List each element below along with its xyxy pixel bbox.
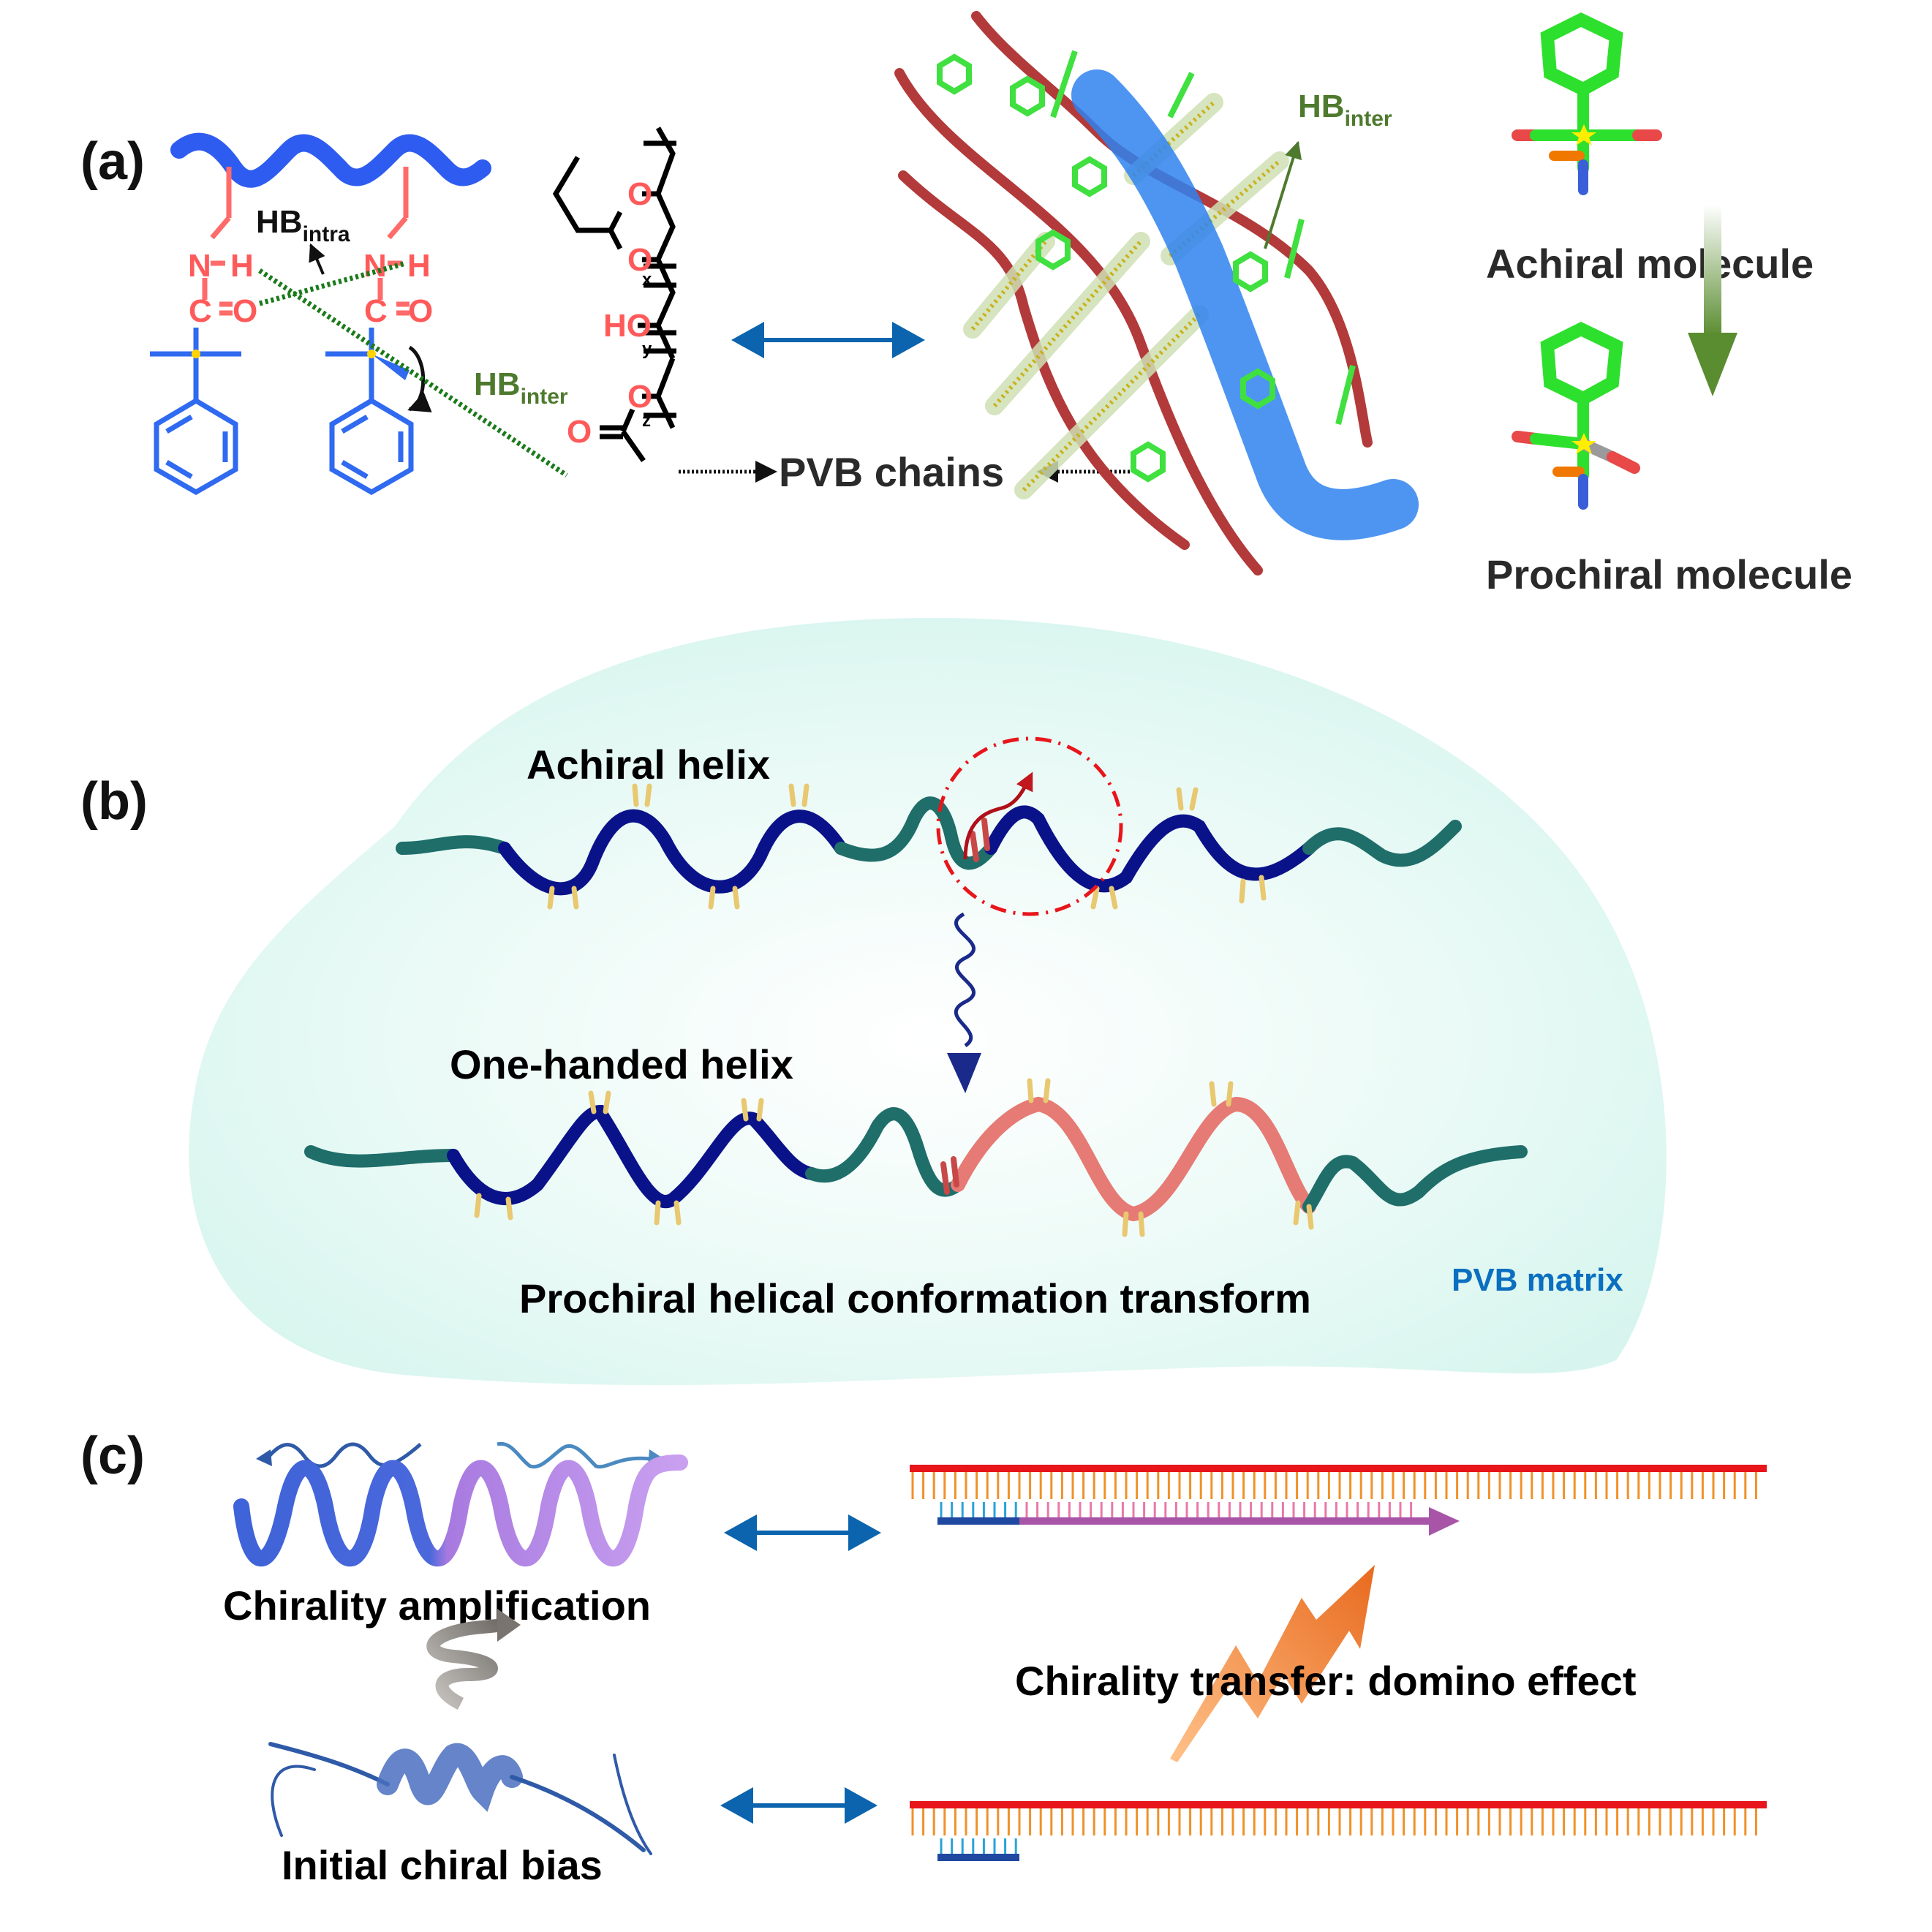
panel-b: (b) Achiral helix: [80, 618, 1667, 1386]
wave-left: [265, 1442, 422, 1468]
subscript-y: y: [642, 339, 652, 359]
green-down-arrow: [1688, 205, 1737, 396]
atom-o-right: O: [408, 293, 433, 329]
atom-o-left: O: [233, 293, 257, 329]
blue-ribbon-helix: [1071, 69, 1419, 540]
pvb-atom-o3: O: [627, 379, 652, 415]
amplification-helix: [233, 1454, 688, 1567]
pvb-atom-o2: O: [627, 242, 652, 278]
primer-rungs: [940, 1838, 1017, 1854]
achiral-helix: [396, 783, 1462, 910]
backbone-helix: [170, 132, 491, 188]
template-rungs: [911, 1472, 1757, 1499]
rotation-arrow-icon: [407, 345, 432, 412]
one-handed-helix-label: One-handed helix: [450, 1041, 793, 1087]
achiral-helix-label: Achiral helix: [527, 742, 770, 788]
panel-a: (a) N H C O: [80, 11, 1852, 597]
pvb-atom-o1: O: [627, 176, 652, 212]
hydrogen-bonds: [258, 260, 568, 478]
atom-c-right: C: [364, 293, 388, 329]
one-handed-helix: [304, 1078, 1528, 1237]
strand-ladder-top: [910, 1465, 1767, 1536]
panel-label-b: (b): [80, 772, 148, 831]
highlight-circle: [936, 736, 1123, 916]
pvb-matrix-label: PVB matrix: [1452, 1262, 1623, 1298]
achiral-molecule-model: [1512, 12, 1662, 195]
template-strand: [910, 1465, 1767, 1472]
primer-rungs: [940, 1502, 1017, 1517]
wavy-transition-arrow: [954, 912, 976, 1048]
amplification-label: Chirality amplification: [223, 1582, 651, 1629]
atom-h-right: H: [407, 248, 431, 284]
transfer-label: Chirality transfer: domino effect: [1015, 1658, 1636, 1704]
pvb-chain-3: [971, 11, 1373, 448]
prochiral-molecule-label: Prochiral molecule: [1486, 551, 1852, 597]
hb-inter-pointer: [1264, 140, 1302, 249]
achiral-molecule-label: Achiral molecule: [1486, 241, 1814, 287]
template-strand: [910, 1801, 1767, 1808]
panel-label-c: (c): [80, 1427, 145, 1485]
hb-intra-pointer: [309, 243, 325, 275]
extension-arrowhead-icon: [1429, 1507, 1460, 1536]
twist-arrow-icon: [963, 771, 1033, 860]
side-chains-3d: [937, 50, 1356, 483]
panel-c: (c) Chirality amplification Initial chir…: [80, 1427, 1767, 1888]
star-icon: [1571, 124, 1596, 146]
pvb-chain-2: [894, 68, 1263, 576]
double-arrow-a: [731, 322, 925, 358]
hb-intra-label: HBintra: [256, 204, 350, 246]
left-arrowhead-icon: [256, 1449, 272, 1466]
down-arrowhead-icon: [947, 1053, 981, 1093]
strand-ladder-bottom: [910, 1801, 1767, 1861]
atom-n-left: N: [188, 248, 211, 284]
pvb-matrix-blob: [189, 618, 1667, 1386]
domino-effect-arrow-icon: [1170, 1565, 1375, 1762]
gray-twist-arrow-icon: [426, 1609, 521, 1710]
template-rungs: [911, 1808, 1757, 1835]
pvb-chain-1: [898, 170, 1190, 550]
double-arrow-c-bottom: [720, 1787, 878, 1824]
pvb-atom-ho: HO: [603, 308, 652, 344]
pvb-atom-o4: O: [567, 414, 592, 450]
extension-rungs: [1025, 1502, 1413, 1517]
primer-strand: [937, 1517, 1019, 1525]
subscript-x: x: [642, 270, 652, 290]
atom-c-left: C: [189, 293, 212, 329]
panel-label-a: (a): [80, 132, 145, 191]
side-chain-left: [202, 167, 233, 316]
hb-inter-label-left: HBinter: [474, 366, 568, 409]
atom-n-right: N: [363, 248, 387, 284]
transform-label: Prochiral helical conformation transform: [519, 1275, 1311, 1321]
pvb-structure: [552, 127, 676, 463]
extension-strand: [1019, 1517, 1429, 1525]
helix-3d-model: [894, 11, 1419, 576]
initial-bias-strand: [268, 1742, 652, 1855]
subscript-z: z: [642, 411, 651, 431]
double-arrow-c-top: [724, 1514, 881, 1551]
wave-right: [497, 1441, 652, 1469]
chiral-center-left: [192, 350, 200, 358]
pvb-chains-label: PVB chains: [779, 449, 1004, 495]
wedge-bond: [371, 354, 410, 380]
star-icon: [1571, 433, 1596, 454]
prochiral-molecule-model: [1512, 321, 1640, 510]
primer-strand: [937, 1854, 1019, 1861]
side-chain-right: [377, 167, 410, 316]
chiral-center-right: [367, 350, 376, 358]
hb-inter-label-right: HBinter: [1298, 88, 1392, 131]
phenyl-right: [325, 328, 414, 496]
atom-h-left: H: [230, 248, 254, 284]
initial-bias-label: Initial chiral bias: [282, 1842, 603, 1888]
